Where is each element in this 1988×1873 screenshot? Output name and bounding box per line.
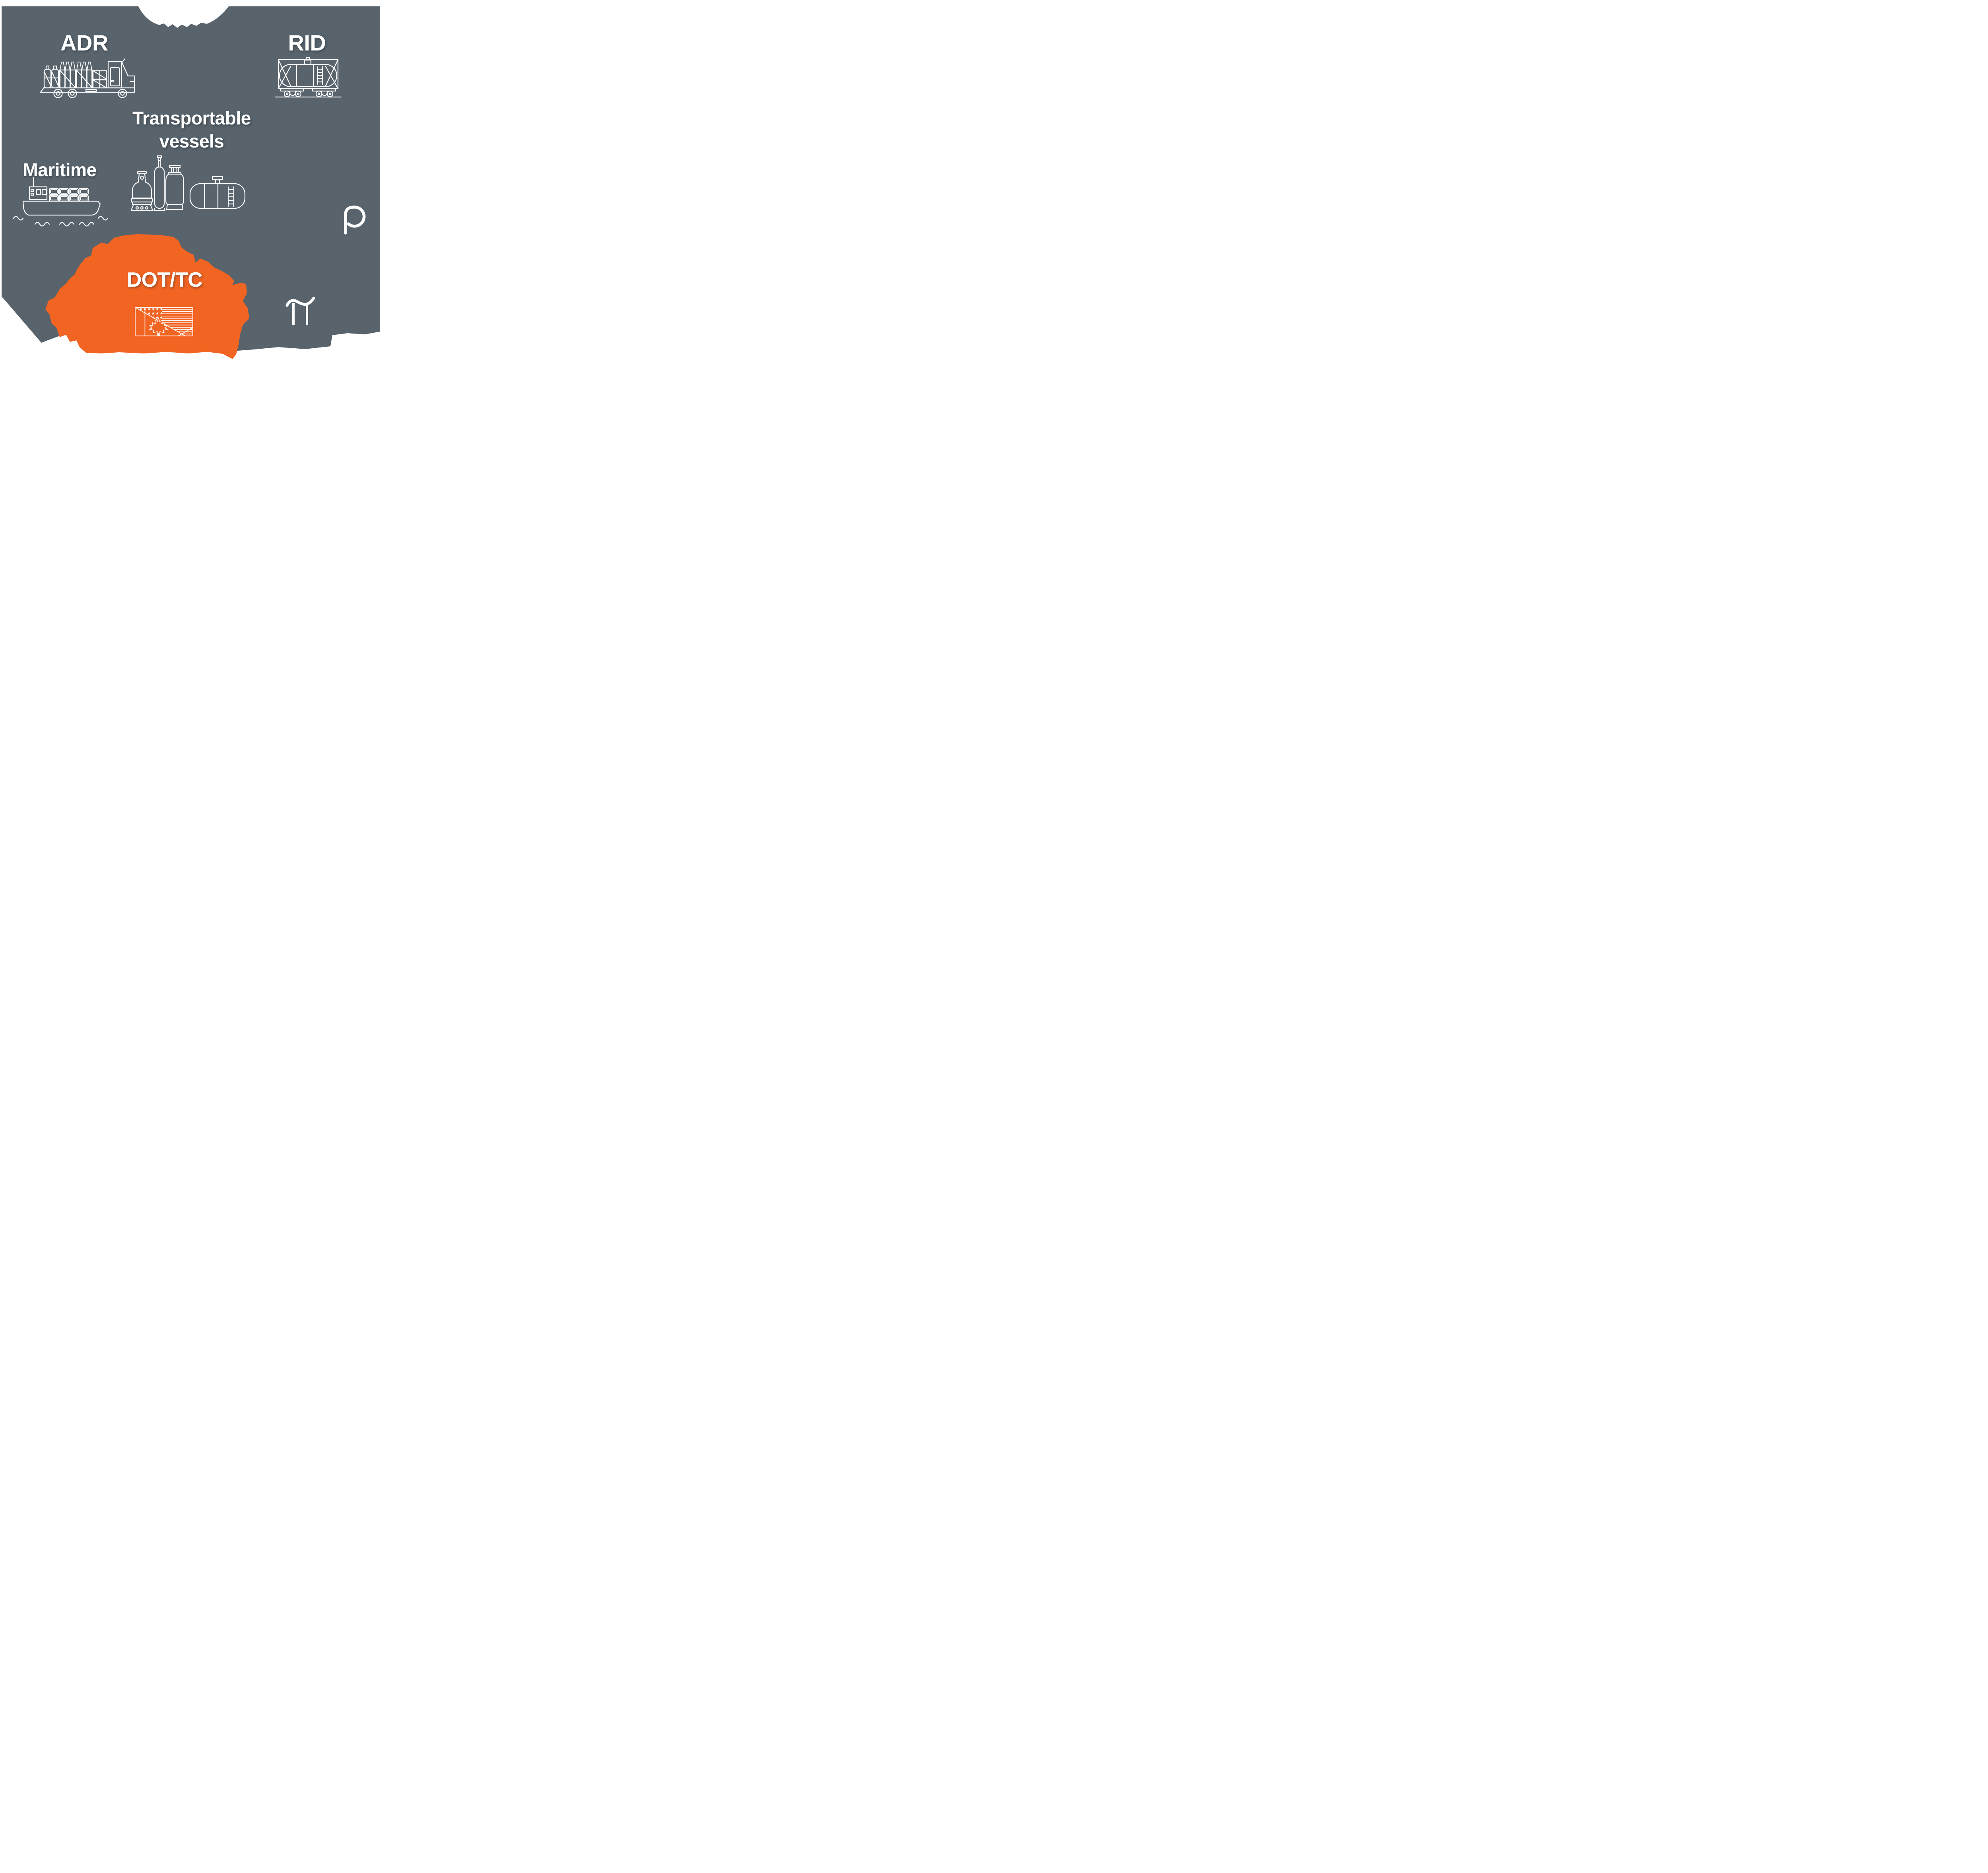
diagram-canvas: ADR RID Transportable vessels Maritime D…	[0, 0, 398, 375]
label-adr: ADR	[60, 30, 108, 55]
container-ship-icon	[13, 177, 109, 227]
highlight-blob	[45, 234, 249, 359]
rail-tank-car-icon	[274, 57, 342, 98]
gas-cylinder-truck-icon	[40, 58, 135, 98]
label-maritime: Maritime	[23, 159, 97, 180]
rho-symbol	[344, 206, 366, 235]
us-canada-flag-icon	[135, 307, 193, 336]
pressure-vessels-icon	[130, 155, 246, 212]
label-rid: RID	[288, 30, 326, 55]
label-transportable-vessels: Transportable vessels	[132, 108, 251, 152]
diagram-scene	[2, 6, 380, 359]
label-dot-tc: DOT/TC	[126, 268, 203, 291]
pi-symbol	[285, 297, 315, 325]
